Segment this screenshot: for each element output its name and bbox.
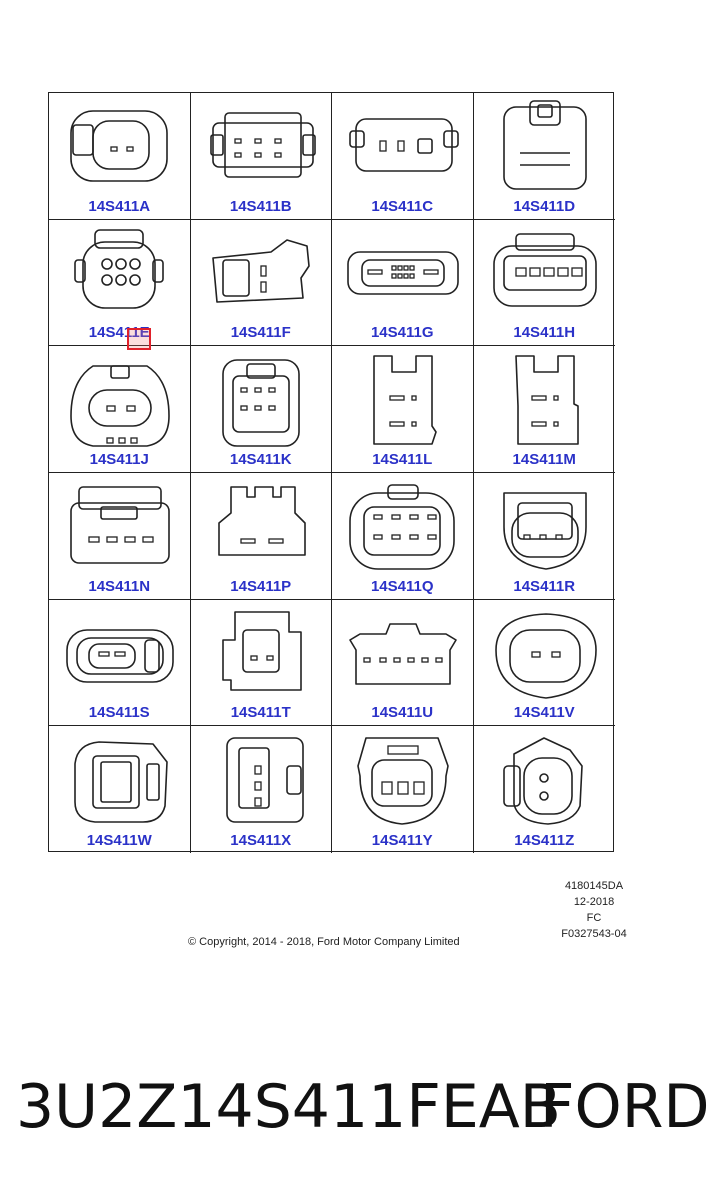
meta-block: 4180145DA 12-2018 FC F0327543-04 <box>548 878 640 942</box>
brand-name: FORD <box>540 1072 708 1142</box>
connector-cell: 14S411F <box>190 219 332 347</box>
part-number: 3U2Z14S411FEAB <box>16 1072 561 1142</box>
connector-cell: 14S411W <box>49 726 191 853</box>
copyright-text: © Copyright, 2014 - 2018, Ford Motor Com… <box>188 936 460 948</box>
connector-label: 14S411G <box>370 324 434 342</box>
meta-date: 12-2018 <box>573 896 615 908</box>
connector-cell: 14S411R <box>473 473 615 600</box>
connector-cell: 14S411M <box>473 346 615 473</box>
connector-cell: 14S411H <box>473 220 615 347</box>
connector-cell: 14S411A <box>49 93 191 220</box>
connector-cell: 14S411T <box>190 599 332 727</box>
connector-label: 14S411L <box>372 450 433 468</box>
connector-cell: 14S411K <box>190 346 332 473</box>
connector-cell: 14S411G <box>332 219 474 347</box>
connector-label: 14S411C <box>371 197 434 215</box>
connector-cell: 14S411C <box>332 93 474 220</box>
connector-cell: 14S411X <box>191 726 332 853</box>
connector-cell: 14S411L <box>332 346 474 473</box>
meta-region: FC <box>586 912 602 924</box>
connector-label: 14S411Q <box>370 577 434 595</box>
connector-label: 14S411U <box>371 704 434 722</box>
connector-label: 14S411V <box>513 704 575 722</box>
connector-cell: 14S411Q <box>332 473 474 600</box>
connector-label: 14S411X <box>230 832 292 849</box>
connector-label: 14S411M <box>512 450 576 468</box>
connector-cell: 14S411B <box>190 93 332 220</box>
connector-label: 14S411N <box>88 577 151 595</box>
connector-label: 14S411K <box>229 450 292 468</box>
connector-label: 14S411S <box>88 704 150 722</box>
highlight-box <box>127 328 151 350</box>
connector-label: 14S411A <box>88 197 151 215</box>
meta-code: 4180145DA <box>564 880 624 892</box>
connector-cell: 14S411P <box>190 473 332 600</box>
connector-grid: 14S411A 14S411B 14S411C 14S411D 14S411E 14S41… <box>48 92 616 853</box>
connector-cell: 14S411Y <box>332 726 474 853</box>
connector-label: 14S411P <box>230 577 292 595</box>
meta-ref: F0327543-04 <box>561 928 627 940</box>
connector-label: 14S411F <box>230 324 291 342</box>
connector-cell: 14S411U <box>332 599 474 727</box>
connector-label: 14S411J <box>89 450 149 468</box>
connector-cell: 14S411V <box>473 600 615 727</box>
connector-label: 14S411H <box>513 324 576 342</box>
connector-label: 14S411Z <box>514 832 575 849</box>
connector-cell: 14S411N <box>49 473 191 600</box>
connector-label: 14S411B <box>229 197 292 215</box>
connector-cell: 14S411D <box>473 93 615 220</box>
connector-label: 14S411Y <box>371 832 433 849</box>
connector-label: 14S411R <box>513 577 576 595</box>
connector-cell: 14S411S <box>49 599 191 727</box>
connector-label: 14S411E <box>88 324 150 342</box>
connector-cell: 14S411J <box>49 346 191 473</box>
connector-label: 14S411D <box>513 197 576 215</box>
connector-label: 14S411T <box>230 704 291 722</box>
connector-cell: 14S411E <box>49 219 191 347</box>
connector-cell: 14S411Z <box>474 726 616 853</box>
connector-label: 14S411W <box>86 832 152 849</box>
